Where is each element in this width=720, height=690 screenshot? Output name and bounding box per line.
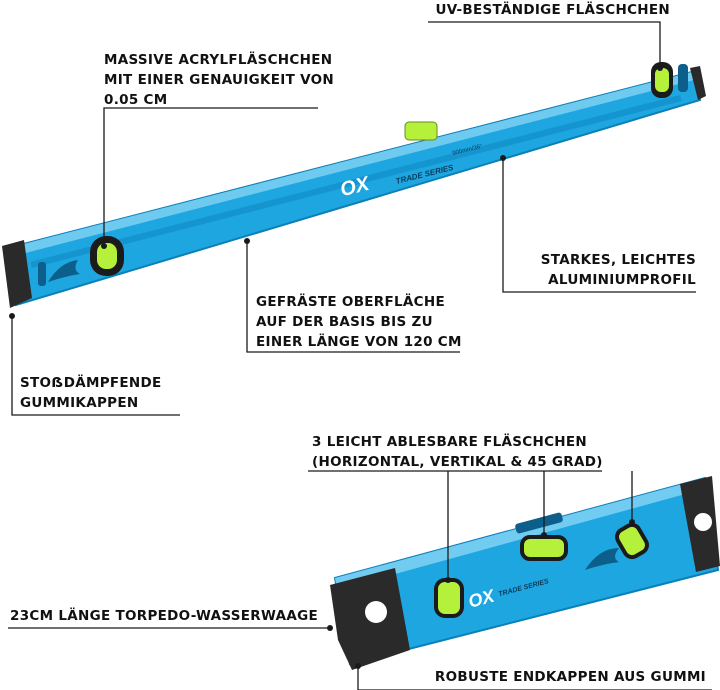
torpedo-level: OX TRADE SERIES [330,476,720,670]
long-level-top-vial [404,121,438,141]
long-level-right-cap [690,66,706,100]
leader-milled-surface [246,241,460,353]
leader-rubber-caps [11,316,180,416]
label-aluminium-profile-line-2: ALUMINIUMPROFIL [548,272,696,288]
label-rubber-caps-line-1: STOẞDÄMPFENDE [20,375,162,391]
label-milled-surface-line-3: EINER LÄNGE VON 120 CM [256,334,462,350]
label-three-vials-line-1: 3 LEICHT ABLESBARE FLÄSCHCHEN [312,434,588,450]
label-torpedo-length: 23CM LÄNGE TORPEDO-WASSERWAAGE [10,606,318,626]
torpedo-vertical-vial [434,578,464,618]
label-milled-surface-line-2: AUF DER BASIS BIS ZU [256,314,433,330]
label-three-vials-line-2: (HORIZONTAL, VERTIKAL & 45 GRAD) [312,454,603,470]
long-level-right-vial [651,62,673,98]
label-uv-vials: UV-BESTÄNDIGE FLÄSCHCHEN [435,0,670,20]
torpedo-horizontal-vial [520,535,568,561]
leader-lines [8,21,712,690]
long-level-top-edge [8,72,694,257]
torpedo-ox-logo-icon [585,548,619,570]
label-aluminium-profile: STARKES, LEICHTES ALUMINIUMPROFIL [541,250,696,290]
label-end-caps-line-1: ROBUSTE ENDKAPPEN AUS GUMMI [434,669,706,685]
leader-aluminium [502,160,696,293]
leader-uv-vials [428,21,661,66]
label-end-caps: ROBUSTE ENDKAPPEN AUS GUMMI [435,667,706,687]
label-milled-surface: GEFRÄSTE OBERFLÄCHE AUF DER BASIS BIS ZU… [256,292,462,352]
long-spirit-level: OX TRADE SERIES 900mm/36" [2,62,706,308]
leader-dots [9,65,663,669]
label-rubber-caps: STOẞDÄMPFENDE GUMMIKAPPEN [20,373,162,413]
label-uv-vials-line-1: UV-BESTÄNDIGE FLÄSCHCHEN [435,2,670,18]
label-milled-surface-line-1: GEFRÄSTE OBERFLÄCHE [256,294,446,310]
label-acrylic-vials-line-2: MIT EINER GENAUIGKEIT VON [104,72,335,88]
torpedo-top-edge [335,478,707,590]
long-level-left-cap [2,240,32,308]
torpedo-right-hole [694,513,712,531]
leader-acrylic-vials [103,107,318,244]
label-rubber-caps-line-2: GUMMIKAPPEN [20,395,139,411]
torpedo-left-hole [365,601,387,623]
label-three-vials: 3 LEICHT ABLESBARE FLÄSCHCHEN (HORIZONTA… [312,432,603,472]
leader-end-caps [357,668,712,690]
label-acrylic-vials-line-1: MASSIVE ACRYLFLÄSCHCHEN [104,52,333,68]
long-level-left-vial [90,236,124,276]
long-level-hand-slot [678,64,688,92]
label-acrylic-vials-line-3: 0.05 CM [104,92,168,108]
long-level-ox-logo-icon [48,260,80,282]
label-acrylic-vials: MASSIVE ACRYLFLÄSCHCHEN MIT EINER GENAUI… [104,50,334,110]
torpedo-top-window [515,512,563,534]
label-aluminium-profile-line-1: STARKES, LEICHTES [540,252,696,268]
torpedo-45-vial [615,522,649,560]
long-level-groove [30,95,682,268]
long-level-left-slot [38,262,46,286]
label-torpedo-length-line-1: 23CM LÄNGE TORPEDO-WASSERWAAGE [10,608,318,624]
